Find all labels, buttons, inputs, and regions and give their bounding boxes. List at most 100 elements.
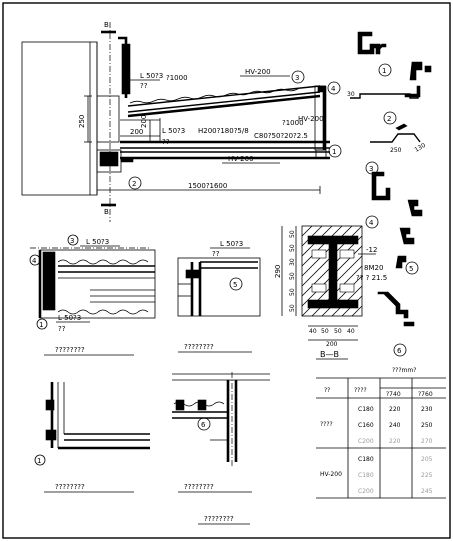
detail-marker-1: 1 [332, 148, 336, 156]
table-cell-a: 240 [389, 422, 401, 429]
detail-middle-caption: ???????? [184, 343, 214, 351]
label-at1000-right: ?1000 [282, 119, 304, 127]
table-col3-header: ?740 [386, 391, 401, 398]
table-group2: HV-200 [320, 471, 342, 478]
table-col4-header: ?760 [418, 391, 433, 398]
detail-bottom-mid-caption: ???????? [184, 483, 214, 491]
table-cell-b: 205 [421, 456, 433, 463]
bb-dim-left-3: 30 [289, 258, 296, 266]
table-row: C180 205 [358, 456, 433, 463]
table-cell-type: C200 [358, 438, 374, 445]
bb-dim-left-5: 50 [289, 288, 296, 296]
bb-dim-bottom-2: 50 [321, 328, 329, 335]
table-cell-type: C180 [358, 456, 374, 463]
detail-left-label-bottom: L 50?3 [58, 314, 81, 322]
table-cell-type: C180 [358, 472, 374, 479]
profile-marker-3: 3 [369, 165, 373, 173]
detail-bottom-left-marker-1: 1 [37, 457, 41, 465]
section-mark-bottom: B [104, 208, 109, 216]
bb-dim-bottom-3: 50 [334, 328, 342, 335]
profile-dim-30: 30 [347, 91, 355, 98]
table-cell-b: 225 [421, 472, 433, 479]
profile-marker-2: 2 [387, 115, 391, 123]
table-cell-b: 270 [421, 438, 433, 445]
bb-caption: B—B [320, 350, 339, 359]
detail-bottom-left: 1 ???????? [34, 382, 150, 493]
detail-middle-label: L 50?3 [220, 240, 243, 248]
detail-left-marker-4: 4 [32, 257, 37, 265]
detail-bottom-left-caption: ???????? [55, 483, 85, 491]
table-row: C160 240 250 [358, 422, 433, 429]
section-mark-top: B [104, 21, 109, 29]
detail-left-label-top: L 50?3 [86, 238, 109, 246]
table-cell-type: C200 [358, 488, 374, 495]
bb-dim-bottom-1: 40 [309, 328, 317, 335]
table-cell-b: 250 [421, 422, 433, 429]
table-cell-b: 230 [421, 406, 433, 413]
profile-dim-250: 250 [390, 147, 402, 154]
profile-marker-5: 5 [409, 265, 413, 273]
table-row: C180 225 [358, 472, 433, 479]
bb-label-minus12: -12 [366, 246, 377, 254]
label-C80x50: C80?50?20?2.5 [254, 132, 308, 140]
table-col2-header: ???? [354, 387, 367, 394]
bb-dim-left-1: 50 [289, 230, 296, 238]
label-HV200-top: HV-200 [245, 68, 271, 76]
label-L50x3-mid-sub: ?? [162, 138, 170, 146]
table-row: C200 245 [358, 488, 433, 495]
detail-marker-4: 4 [331, 85, 336, 93]
detail-bottom-mid-marker-6: 6 [201, 421, 206, 429]
detail-middle: L 50?3 ?? 5 ???????? [177, 240, 261, 353]
bb-dim-left-2: 50 [289, 244, 296, 252]
label-L50x3-top-sub: ?? [140, 82, 148, 90]
bb-dim-left-4: 50 [289, 272, 296, 280]
detail-left-caption: ???????? [55, 346, 85, 354]
dim-total: 1500?1600 [188, 182, 227, 190]
main-section: B B 250 200 200 [21, 21, 342, 222]
label-beam: H200?180?5/8 [198, 127, 249, 135]
detail-left-marker-3: 3 [70, 237, 74, 245]
table-cell-b: 245 [421, 488, 433, 495]
bb-dim-left-6: 50 [289, 304, 296, 312]
table-cell-a: 220 [389, 406, 401, 413]
detail-left: L 50?3 3 4 1 L 50?3 ?? ???????? [29, 234, 156, 356]
detail-middle-label-sub: ?? [212, 250, 220, 258]
bottom-caption: ???????? [204, 515, 234, 523]
table-col1-header: ?? [324, 387, 330, 394]
detail-left-marker-1: 1 [39, 321, 43, 329]
label-L50x3-mid: L 50?3 [162, 127, 185, 135]
detail-bottom-mid: 6 ???????? [172, 372, 270, 493]
profile-dim-130: 130 [414, 142, 428, 154]
table-cell-type: C160 [358, 422, 374, 429]
bb-dim-200: 200 [326, 341, 338, 348]
spec-table: ???mm? ?? ???? ?740 ?760 ???? HV-200 C18… [316, 367, 446, 499]
profile-marker-6: 6 [397, 347, 402, 355]
profile-marker-4: 4 [369, 219, 374, 227]
section-bb: 50 50 30 50 50 50 290 -12 8M20 ?? ? 21.5… [274, 225, 387, 360]
label-L50x3-top: L 50?3 [140, 72, 163, 80]
label-HV200-bottom: HV-200 [228, 155, 254, 163]
dim-200-vertical: 200 [140, 115, 148, 128]
detail-marker-3: 3 [295, 74, 299, 82]
dim-250: 250 [78, 115, 86, 128]
table-cell-type: C180 [358, 406, 374, 413]
detail-middle-marker-5: 5 [233, 281, 237, 289]
upper-bracket [96, 95, 120, 143]
label-HV200-right: HV-200 [298, 115, 324, 123]
label-at1000-top: ?1000 [166, 74, 188, 82]
table-cell-a: 220 [389, 438, 401, 445]
bb-dim-290: 290 [274, 265, 282, 278]
profile-marker-1: 1 [382, 67, 386, 75]
detail-left-label-sub: ?? [58, 325, 66, 333]
table-group1: ???? [320, 421, 333, 428]
table-row: C180 220 230 [358, 406, 433, 413]
dim-200: 200 [130, 128, 143, 136]
detail-marker-2: 2 [132, 180, 136, 188]
bb-label-hole: ?? ? 21.5 [356, 274, 387, 282]
profiles: 1 30 2 250 130 3 4 5 6 [347, 31, 432, 357]
table-unit-header: ???mm? [392, 367, 416, 374]
bb-dim-bottom-4: 40 [347, 328, 355, 335]
table-row: C200 220 270 [358, 438, 433, 445]
